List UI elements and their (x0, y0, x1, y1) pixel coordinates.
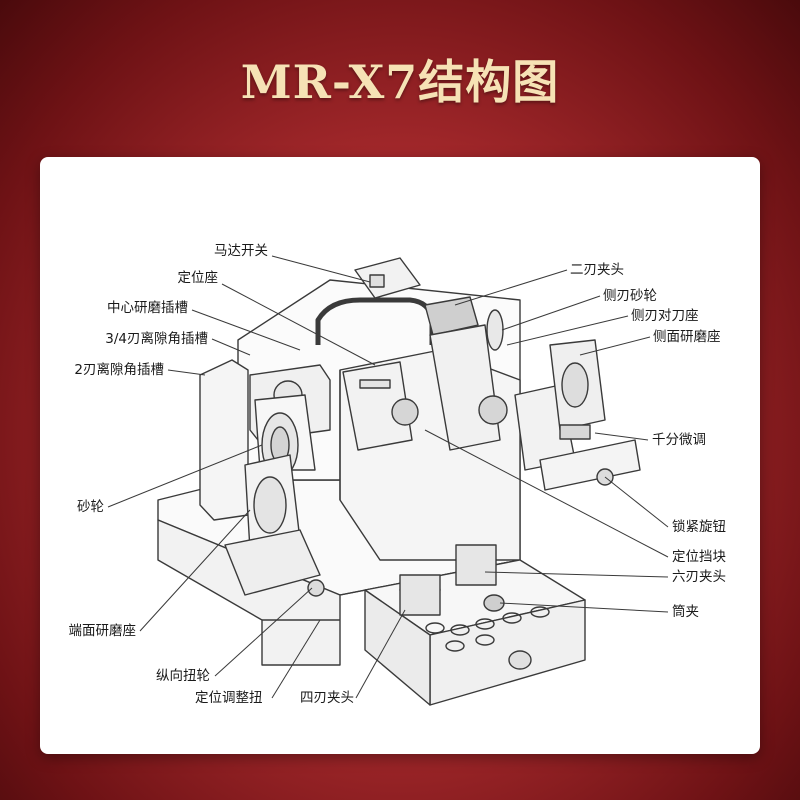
page-title: MR-X7结构图 (240, 55, 560, 109)
label-two-chuck: 二刃夹头 (570, 262, 624, 278)
drawer-chucks (399, 544, 550, 652)
label-lock-knob: 锁紧旋钮 (672, 519, 726, 535)
label-side-tool-seat: 侧刃对刀座 (631, 308, 699, 324)
label-side-grind-seat: 侧面研磨座 (653, 329, 721, 345)
label-stop-block: 定位挡块 (672, 549, 726, 565)
label-wheel: 砂轮 (77, 499, 104, 515)
label-slot-2: 2刃离隙角插槽 (74, 362, 164, 378)
label-slot-34: 3/4刃离隙角插槽 (105, 331, 208, 347)
label-locating-seat: 定位座 (177, 270, 219, 286)
motor-switch-box (354, 257, 421, 299)
label-adjust-knob: 定位调整扭 (195, 690, 263, 706)
drawer (364, 559, 586, 706)
label-motor-switch: 马达开关 (214, 243, 268, 259)
label-longitudinal-knob: 纵向扭轮 (156, 668, 210, 684)
side-grinding-seat (514, 339, 641, 491)
two-flute-chuck (424, 296, 508, 451)
end-face-seat (224, 454, 325, 597)
label-six-chuck: 六刃夹头 (672, 569, 726, 585)
label-collet: 筒夹 (672, 604, 699, 620)
leader-lines (107, 255, 669, 699)
label-side-wheel: 侧刃砂轮 (603, 288, 657, 304)
label-micrometer: 千分微调 (652, 432, 706, 448)
locating-slot-block (342, 361, 419, 451)
label-center-slot: 中心研磨插槽 (107, 300, 188, 316)
label-four-chuck: 四刃夹头 (300, 690, 354, 706)
label-end-seat: 端面研磨座 (68, 623, 137, 639)
